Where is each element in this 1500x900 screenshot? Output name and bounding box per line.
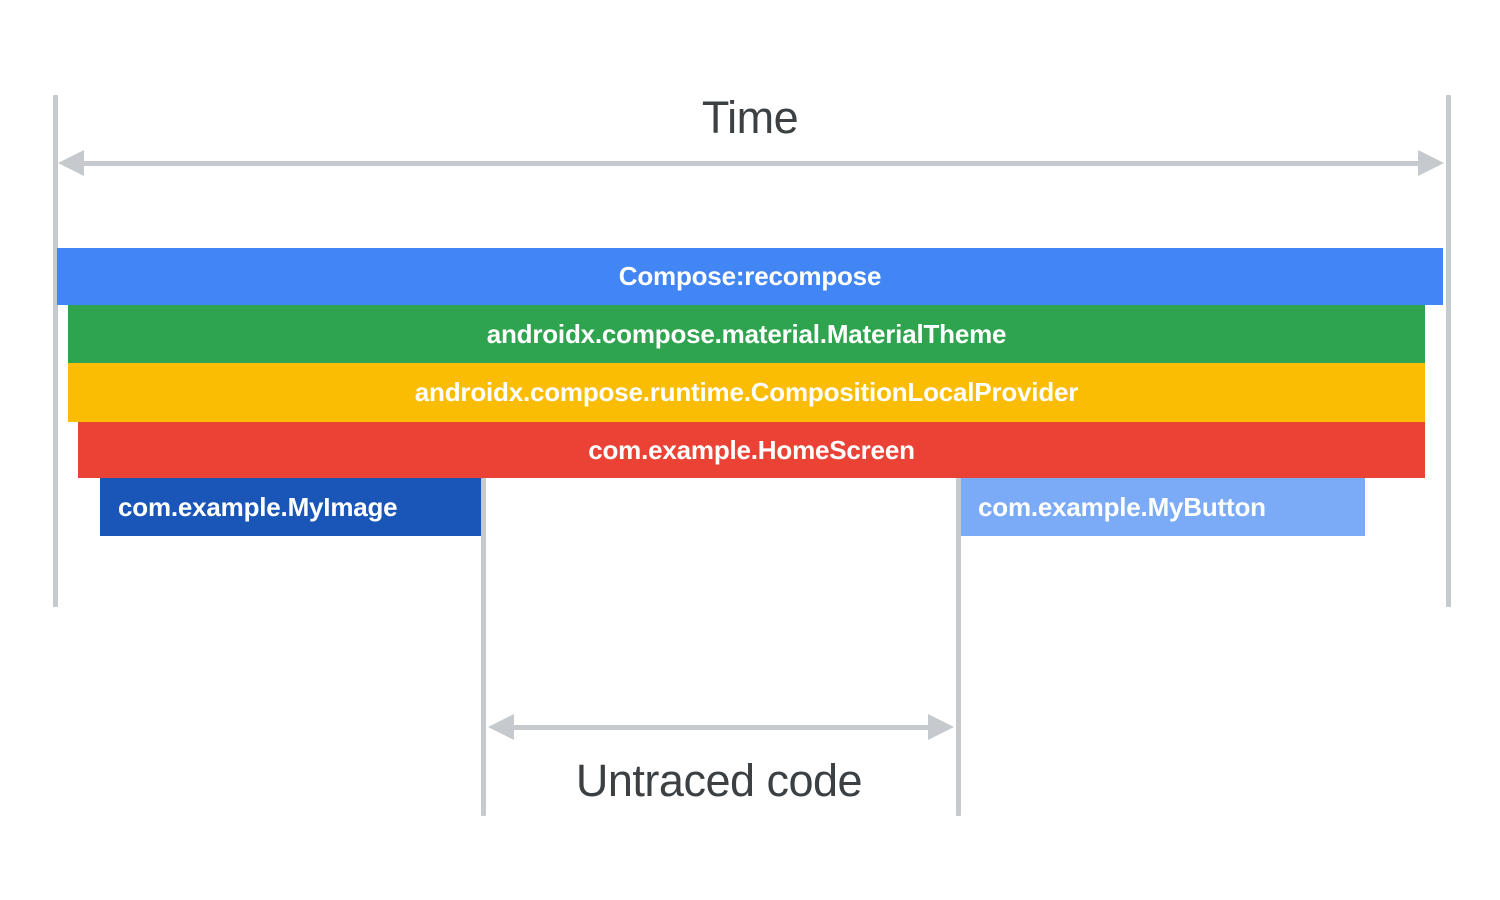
trace-bar-my-image[interactable]: com.example.MyImage	[100, 478, 482, 536]
untraced-arrow-head-left	[488, 714, 514, 740]
trace-bar-label: Compose:recompose	[618, 261, 882, 291]
time-axis-arrow	[58, 150, 1444, 176]
trace-bar-my-button[interactable]: com.example.MyButton	[960, 478, 1365, 536]
trace-bar-label: com.example.MyButton	[978, 491, 1266, 522]
time-axis-label: Time	[701, 92, 799, 143]
trace-bar-material-theme[interactable]: androidx.compose.material.MaterialTheme	[68, 305, 1425, 363]
untraced-arrow-head-right	[928, 714, 954, 740]
trace-bar-composition-local-provider[interactable]: androidx.compose.runtime.CompositionLoca…	[68, 363, 1425, 422]
untraced-code-arrow	[488, 714, 954, 740]
trace-bar-label: com.example.HomeScreen	[588, 434, 915, 465]
trace-bar-compose-recompose[interactable]: Compose:recompose	[57, 248, 1443, 305]
timeline-right-rule	[1446, 95, 1451, 607]
trace-bar-label: androidx.compose.material.MaterialTheme	[486, 318, 1007, 349]
time-arrow-shaft	[84, 160, 1418, 166]
time-arrow-head-right	[1418, 150, 1444, 176]
untraced-right-rule	[956, 478, 961, 816]
timeline-left-rule	[53, 95, 58, 607]
untraced-left-rule	[481, 478, 486, 816]
trace-bar-home-screen[interactable]: com.example.HomeScreen	[78, 422, 1425, 478]
untraced-arrow-shaft	[514, 724, 928, 730]
time-arrow-head-left	[58, 150, 84, 176]
trace-bar-label: androidx.compose.runtime.CompositionLoca…	[414, 377, 1079, 407]
untraced-code-label: Untraced code	[575, 755, 863, 806]
trace-bar-label: com.example.MyImage	[118, 491, 398, 522]
